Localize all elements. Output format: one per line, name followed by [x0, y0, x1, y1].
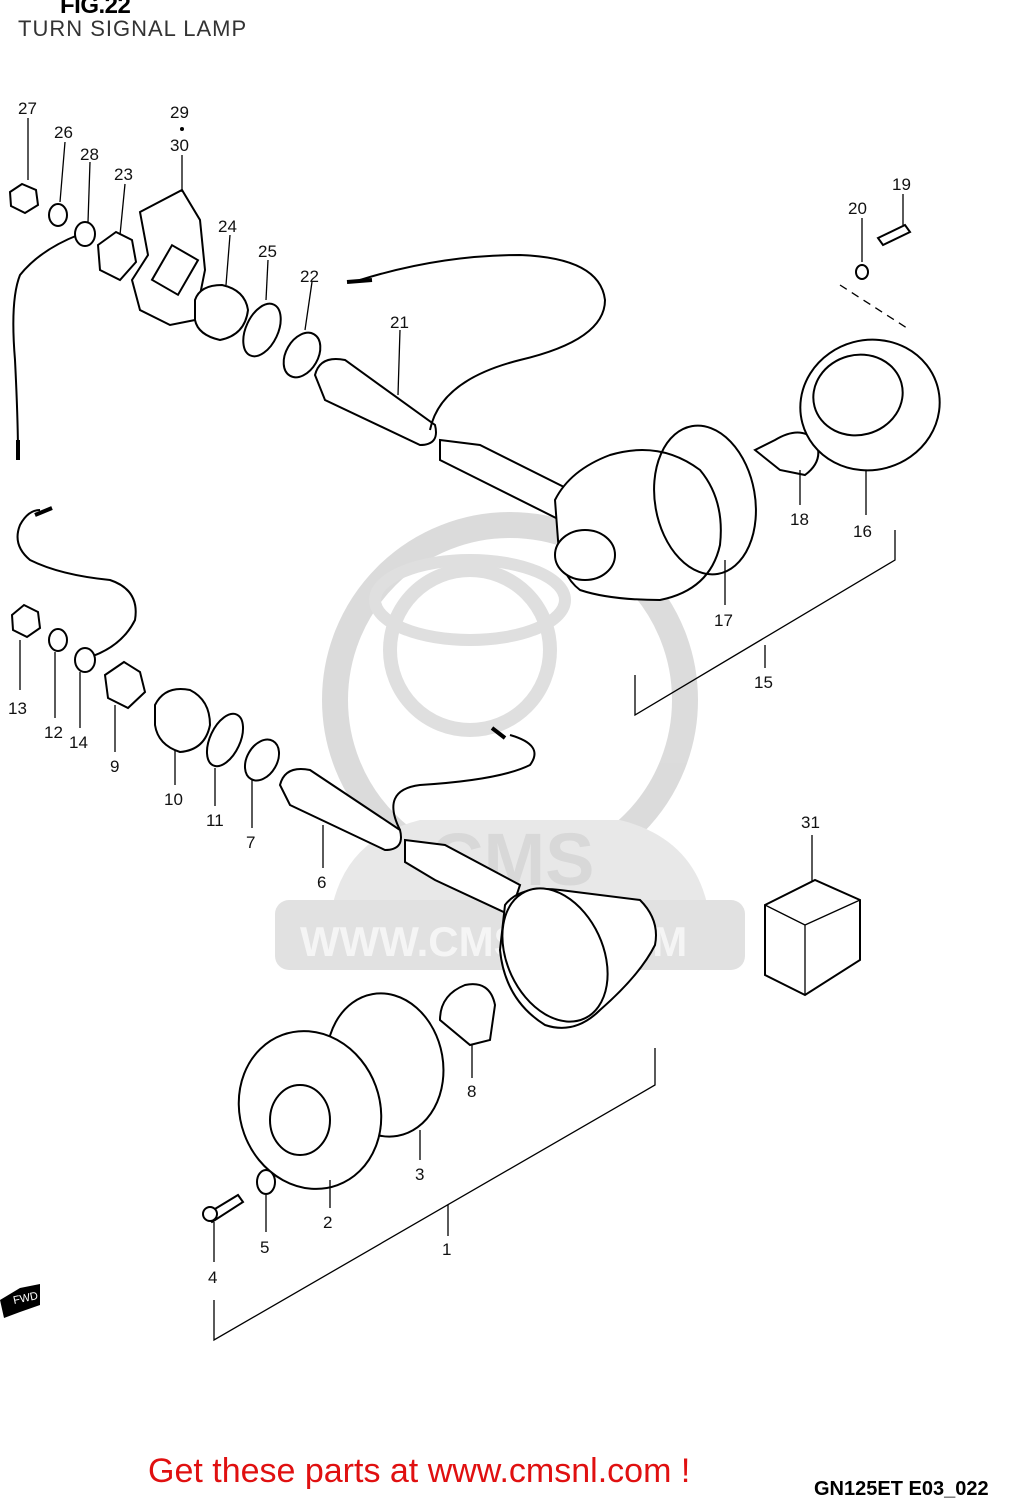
callout-29: 29 [170, 103, 189, 122]
part-22-retainer [282, 331, 322, 379]
model-code: GN125ET E03_022 [814, 1478, 989, 1500]
callout-26: 26 [54, 123, 73, 142]
upper-left-wire [12, 234, 79, 456]
callout-20: 20 [848, 199, 867, 218]
callout-15: 15 [754, 673, 773, 692]
callout-19: 19 [892, 175, 911, 194]
callout-1: 1 [442, 1240, 451, 1259]
part-21-stem [313, 358, 437, 447]
fwd-arrow-badge: FWD [0, 1284, 40, 1318]
lower-right-wire [392, 734, 536, 831]
lower-housing-rim [501, 887, 609, 1023]
upper-right-wire-tip [346, 278, 373, 284]
upper-lamp-assembly [8, 182, 941, 717]
callout-29-30-dot [180, 127, 184, 131]
callout-17: 17 [714, 611, 733, 630]
part-23-socket [96, 230, 138, 282]
callout-16: 16 [853, 522, 872, 541]
callout-28: 28 [80, 145, 99, 164]
lower-left-wire-tip [34, 506, 53, 517]
callout-9: 9 [110, 757, 119, 776]
part-12-washer [48, 628, 68, 652]
part-10-grommet [154, 688, 212, 754]
callout-2: 2 [323, 1213, 332, 1232]
lower-lamp-assembly [10, 506, 861, 1342]
part-5-washer [256, 1169, 276, 1195]
screw-dash-line [839, 284, 911, 331]
part-6-stem [278, 768, 402, 852]
upper-right-wire [359, 253, 607, 431]
callout-21: 21 [390, 313, 409, 332]
figure-title: FIG.22 [60, 0, 131, 19]
callout-5: 5 [260, 1238, 269, 1257]
fwd-badge-text: FWD [12, 1290, 39, 1307]
bracket-15 [634, 530, 896, 717]
part-7-retainer [243, 738, 281, 782]
part-24-grommet [194, 283, 250, 342]
part-4-screw-head [202, 1206, 218, 1222]
relay-edge [764, 899, 861, 995]
upper-housing-nozzle [554, 529, 616, 581]
get-parts-link[interactable]: Get these parts at www.cmsnl.com ! [148, 1452, 691, 1490]
figure-subtitle: TURN SIGNAL LAMP [18, 16, 248, 41]
callout-25: 25 [258, 242, 277, 261]
part-20-washer [855, 264, 869, 280]
part-2-lens-inner [269, 1084, 331, 1156]
part-25-washer [242, 302, 282, 358]
callout-31: 31 [801, 813, 820, 832]
callout-3: 3 [415, 1165, 424, 1184]
part-11-washer [205, 712, 245, 768]
callout-8: 8 [467, 1082, 476, 1101]
part-26-washer [48, 203, 68, 227]
part-16-lens-inner [812, 353, 904, 437]
part-31-relay [764, 878, 861, 997]
callout-4: 4 [208, 1268, 217, 1287]
callout-labels: 27 26 28 23 29 30 24 25 22 21 19 20 18 1… [8, 99, 911, 1287]
part-8-bulb [438, 983, 497, 1047]
part-17-gasket [653, 424, 757, 576]
part-14-terminal [74, 647, 96, 673]
part-9-socket [103, 660, 147, 710]
callout-27: 27 [18, 99, 37, 118]
callout-6: 6 [317, 873, 326, 892]
upper-threaded-shaft [439, 438, 572, 522]
callout-13: 13 [8, 699, 27, 718]
part-27-nut [8, 182, 40, 215]
callout-24: 24 [218, 217, 237, 236]
callout-10: 10 [164, 790, 183, 809]
callout-23: 23 [114, 165, 133, 184]
leader-lines [19, 118, 904, 1262]
part-28-terminal [74, 221, 96, 247]
callout-7: 7 [246, 833, 255, 852]
callout-12: 12 [44, 723, 63, 742]
callout-18: 18 [790, 510, 809, 529]
callout-22: 22 [300, 267, 319, 286]
callout-30: 30 [170, 136, 189, 155]
part-13-nut [10, 603, 42, 639]
bracket-1 [213, 1048, 656, 1342]
bracket-slot [150, 243, 200, 297]
lower-left-wire [16, 509, 137, 661]
lower-right-wire-tip [490, 726, 507, 740]
callout-14: 14 [69, 733, 88, 752]
callout-11: 11 [206, 811, 224, 830]
part-19-screw [876, 223, 912, 247]
